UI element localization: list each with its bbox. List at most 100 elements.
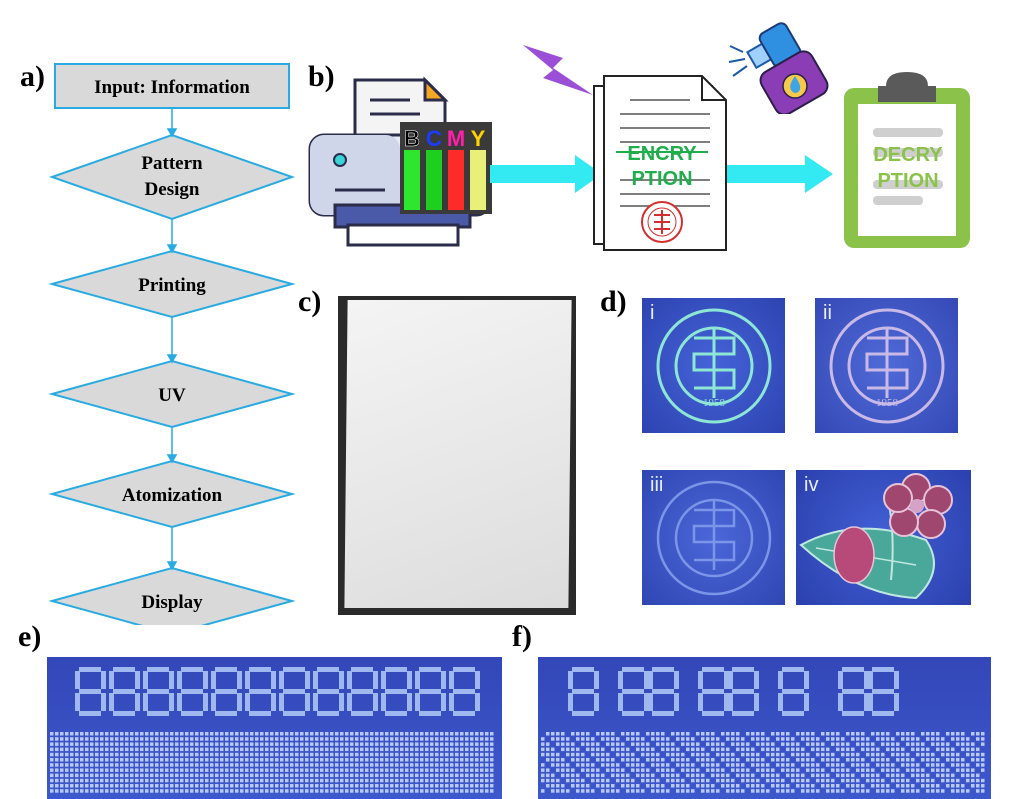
segment bbox=[656, 752, 660, 757]
segment bbox=[706, 778, 710, 783]
segment bbox=[95, 747, 99, 752]
segment bbox=[732, 689, 754, 694]
segment bbox=[926, 789, 930, 793]
segment bbox=[671, 784, 675, 788]
segment bbox=[736, 737, 740, 741]
segment bbox=[596, 773, 600, 778]
segment bbox=[886, 789, 890, 793]
segment bbox=[440, 789, 444, 793]
segment bbox=[155, 768, 159, 772]
segment bbox=[956, 737, 960, 741]
segment bbox=[80, 758, 84, 762]
segment bbox=[115, 789, 119, 793]
segment bbox=[896, 747, 900, 752]
segment bbox=[310, 778, 314, 783]
segment bbox=[652, 667, 674, 672]
segment bbox=[265, 773, 269, 778]
segment bbox=[155, 784, 159, 788]
segment bbox=[581, 768, 585, 772]
segment bbox=[285, 773, 289, 778]
segment bbox=[926, 784, 930, 788]
segment bbox=[235, 742, 239, 746]
segment bbox=[921, 784, 925, 788]
segment bbox=[407, 693, 412, 711]
segment bbox=[405, 763, 409, 767]
segment bbox=[761, 742, 765, 746]
segment bbox=[616, 742, 620, 746]
segment bbox=[696, 742, 700, 746]
segment bbox=[325, 758, 329, 762]
segment bbox=[110, 768, 114, 772]
segment bbox=[781, 768, 785, 772]
segment bbox=[846, 768, 850, 772]
segment bbox=[871, 747, 875, 752]
segment bbox=[766, 768, 770, 772]
segment bbox=[335, 763, 339, 767]
segment bbox=[546, 758, 550, 762]
segment bbox=[616, 768, 620, 772]
segment bbox=[370, 752, 374, 757]
segment bbox=[586, 763, 590, 767]
segment bbox=[541, 752, 545, 757]
segment bbox=[275, 737, 279, 741]
flow-atomization-text: Atomization bbox=[122, 485, 223, 506]
segment bbox=[80, 784, 84, 788]
segment bbox=[65, 763, 69, 767]
segment bbox=[876, 778, 880, 783]
segment bbox=[856, 758, 860, 762]
segment bbox=[255, 778, 259, 783]
segment bbox=[185, 763, 189, 767]
segment bbox=[961, 758, 965, 762]
segment bbox=[169, 671, 174, 689]
segment bbox=[606, 763, 610, 767]
segment bbox=[561, 742, 565, 746]
segment bbox=[90, 752, 94, 757]
segment bbox=[821, 758, 825, 762]
segment bbox=[641, 768, 645, 772]
segment bbox=[826, 752, 830, 757]
segment bbox=[480, 752, 484, 757]
segment bbox=[185, 742, 189, 746]
segment bbox=[410, 758, 414, 762]
segment bbox=[836, 763, 840, 767]
segment bbox=[731, 768, 735, 772]
segment bbox=[686, 758, 690, 762]
segment bbox=[701, 778, 705, 783]
segment bbox=[210, 732, 214, 736]
segment bbox=[470, 784, 474, 788]
segment bbox=[330, 778, 334, 783]
segment bbox=[601, 773, 605, 778]
segment bbox=[976, 737, 980, 741]
segment bbox=[571, 742, 575, 746]
segment bbox=[576, 773, 580, 778]
segment bbox=[415, 737, 419, 741]
segment bbox=[50, 763, 54, 767]
segment bbox=[916, 742, 920, 746]
segment bbox=[230, 768, 234, 772]
decrypt-text-2: PTION bbox=[877, 170, 938, 192]
segment bbox=[60, 778, 64, 783]
segment bbox=[335, 737, 339, 741]
segment bbox=[490, 784, 494, 788]
segment bbox=[886, 732, 890, 736]
segment bbox=[961, 784, 965, 788]
segment bbox=[140, 758, 144, 762]
segment bbox=[626, 778, 630, 783]
segment bbox=[155, 732, 159, 736]
segment bbox=[786, 773, 790, 778]
segment bbox=[125, 778, 129, 783]
segment bbox=[441, 671, 446, 689]
segment bbox=[230, 747, 234, 752]
segment bbox=[290, 747, 294, 752]
segment bbox=[626, 784, 630, 788]
segment bbox=[120, 768, 124, 772]
segment bbox=[165, 737, 169, 741]
segment bbox=[315, 737, 319, 741]
segment bbox=[581, 737, 585, 741]
segment bbox=[661, 773, 665, 778]
seal-year: 1958 bbox=[876, 397, 899, 409]
segment bbox=[811, 768, 815, 772]
segment bbox=[290, 773, 294, 778]
segment bbox=[475, 671, 480, 689]
segment bbox=[671, 752, 675, 757]
